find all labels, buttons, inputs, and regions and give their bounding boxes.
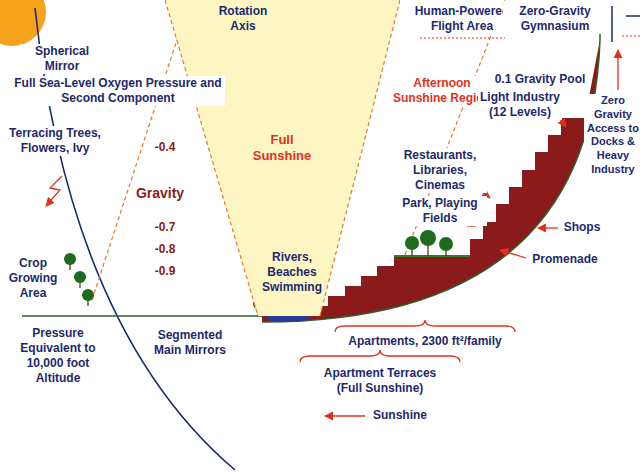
ground-line	[22, 315, 262, 317]
area-label: Terracing Trees, Flowers, Ivy	[3, 126, 107, 156]
area-label: Promenade	[530, 252, 599, 267]
area-label: Apartment Terraces (Full Sunshine)	[308, 366, 452, 396]
area-label: Park, Playing Fields	[393, 196, 487, 226]
part-label: Segmented Main Mirrors	[143, 328, 237, 358]
area-label: Apartments, 2300 ft²/family	[346, 334, 503, 349]
axis-tick	[622, 35, 642, 36]
sunshine-edge	[165, 0, 258, 316]
gravity-value: -0.8	[153, 242, 178, 257]
note-label: Full Sea-Level Oxygen Pressure and Secon…	[11, 76, 225, 106]
note-label: Pressure Equivalent to 10,000 foot Altit…	[10, 326, 106, 386]
region-title: Full Sunshine	[242, 132, 322, 165]
direction-label: Sunshine	[371, 408, 429, 423]
park-grass	[394, 255, 470, 257]
area-label: Crop Growing Area	[2, 256, 64, 301]
gravity-value: -0.4	[153, 140, 178, 155]
gravity-value: -0.9	[153, 264, 178, 279]
area-label: Restaurants, Libraries, Cinemas	[393, 148, 487, 193]
area-label: Shops	[562, 220, 603, 235]
area-label: Zero-Gravity Gymnasium	[503, 4, 607, 34]
area-label: Human-Powered Flight Area	[405, 4, 519, 34]
sunshine-fill	[165, 0, 400, 316]
axis-label: Rotation Axis	[206, 4, 280, 34]
axis-tick	[626, 15, 640, 17]
area-label: Light Industry (12 Levels)	[478, 90, 562, 120]
flight-area-mark	[420, 37, 505, 38]
area-label: Rivers, Beaches Swimming	[250, 250, 334, 295]
gravity-value: -0.7	[153, 220, 178, 235]
part-label: Spherical Mirror	[20, 44, 104, 74]
gymnasium-wall	[611, 6, 613, 42]
area-label: Zero Gravity Access to Docks & Heavy Ind…	[584, 94, 642, 177]
area-label: 0.1 Gravity Pool	[493, 72, 588, 87]
sunshine-edge	[320, 0, 400, 316]
gravity-heading: Gravity	[134, 185, 186, 203]
